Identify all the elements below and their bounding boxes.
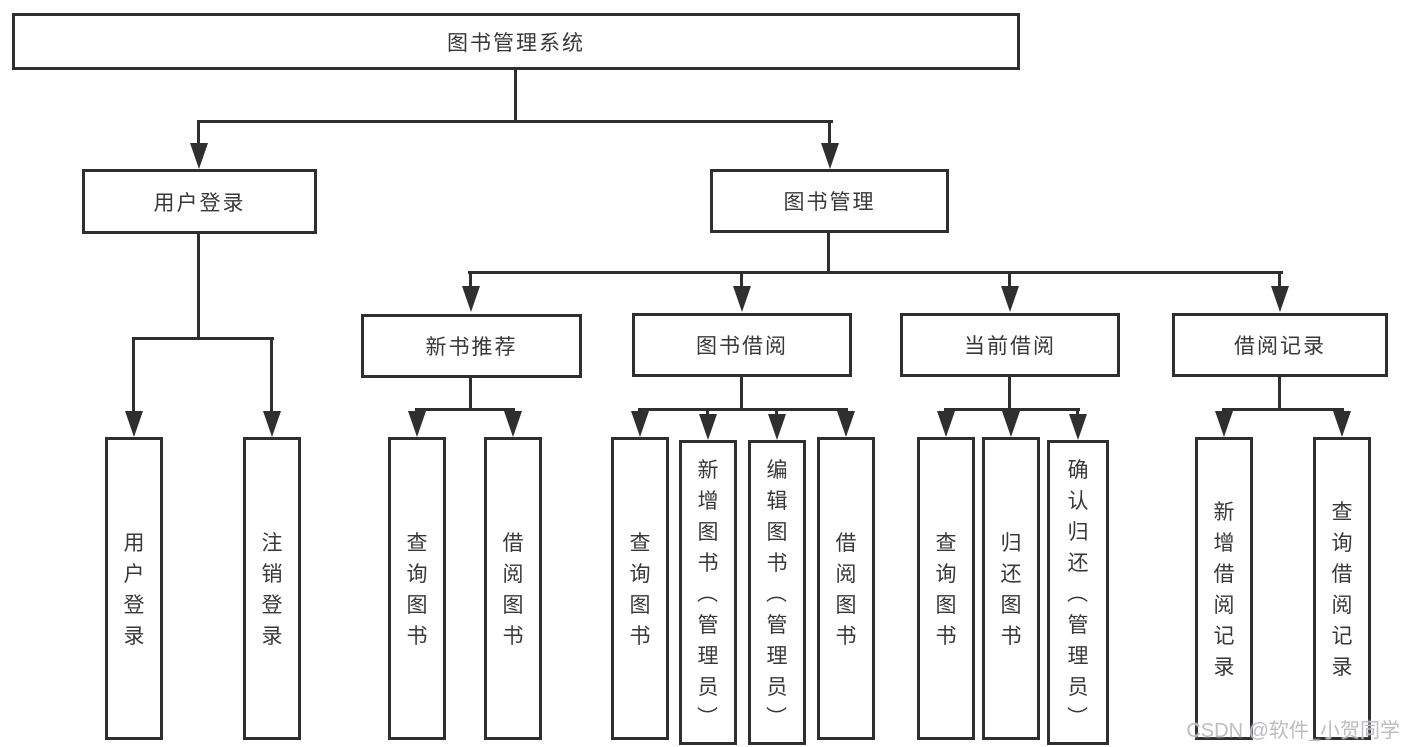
node-current-borrow: 当前借阅	[900, 313, 1120, 377]
node-borrow-record: 借阅记录	[1172, 313, 1388, 377]
leaf-query-book-borrow-label: 查询图书	[629, 532, 651, 648]
leaf-query-book-recommend-label: 查询图书	[406, 532, 428, 648]
arrowhead-down	[125, 411, 143, 437]
leaf-add-borrow-record-label: 新增借阅记录	[1213, 501, 1235, 679]
connector-root-trunk	[514, 70, 517, 120]
leaf-add-borrow-record: 新增借阅记录	[1195, 437, 1253, 740]
connector-trunk	[1278, 376, 1281, 408]
arrowhead-down	[1271, 286, 1289, 312]
connector-split	[944, 408, 1080, 411]
leaf-query-book-current: 查询图书	[917, 437, 975, 740]
arrowhead-down	[733, 286, 751, 312]
connector-stem	[1008, 271, 1011, 292]
node-borrow-record-label: 借阅记录	[1234, 335, 1326, 358]
leaf-return-book-label: 归还图书	[1000, 532, 1022, 648]
arrowhead-down	[190, 143, 208, 169]
node-book-management-label: 图书管理	[783, 191, 876, 214]
arrowhead-down	[263, 411, 281, 437]
leaf-query-borrow-record-label: 查询借阅记录	[1331, 501, 1353, 679]
node-user-login-label: 用户登录	[153, 191, 246, 215]
node-current-borrow-label: 当前借阅	[964, 335, 1056, 358]
connector-stem	[132, 337, 135, 413]
arrowhead-down	[837, 411, 855, 437]
arrowhead-down	[631, 411, 649, 437]
arrowhead-down	[408, 411, 426, 437]
leaf-query-book-borrow: 查询图书	[611, 437, 669, 740]
leaf-query-book-recommend: 查询图书	[388, 437, 446, 740]
leaf-edit-book-admin-label: 编辑图书（管理员）	[764, 458, 788, 728]
node-user-login: 用户登录	[82, 169, 317, 234]
arrowhead-down	[504, 411, 522, 437]
arrowhead-down	[1215, 411, 1233, 437]
leaf-add-book-admin: 新增图书（管理员）	[679, 440, 737, 745]
arrowhead-down	[1002, 411, 1020, 437]
connector-level2-split	[197, 120, 833, 123]
connector-level3-split	[468, 271, 1283, 274]
leaf-borrow-book: 借阅图书	[817, 437, 875, 740]
leaf-user-login-label: 用户登录	[123, 532, 145, 648]
connector-stem	[270, 337, 273, 413]
leaf-borrow-book-recommend-label: 借阅图书	[502, 532, 524, 648]
leaf-add-book-admin-label: 新增图书（管理员）	[695, 458, 719, 728]
connector-split	[132, 337, 274, 340]
connector-split	[638, 408, 848, 411]
connector-stem	[469, 271, 472, 292]
connector-split	[1222, 408, 1344, 411]
arrowhead-down	[1001, 286, 1019, 312]
leaf-logout: 注销登录	[243, 437, 301, 740]
connector-trunk	[740, 376, 743, 408]
arrowhead-down	[821, 143, 839, 169]
arrowhead-down	[1333, 411, 1351, 437]
node-root-label: 图书管理系统	[447, 31, 585, 55]
arrowhead-down	[699, 414, 717, 440]
node-book-management: 图书管理	[710, 169, 949, 233]
arrowhead-down	[1069, 414, 1087, 440]
leaf-borrow-book-label: 借阅图书	[835, 532, 857, 648]
leaf-confirm-return-admin-label: 确认归还（管理员）	[1065, 458, 1089, 728]
connector-stem	[197, 120, 200, 163]
arrowhead-down	[937, 411, 955, 437]
connector-stem	[828, 120, 831, 163]
node-new-book-recommend-label: 新书推荐	[425, 336, 518, 359]
arrowhead-down	[462, 286, 480, 312]
connector-stem	[740, 271, 743, 292]
connector-trunk	[197, 234, 200, 337]
leaf-query-book-current-label: 查询图书	[935, 532, 957, 648]
leaf-logout-label: 注销登录	[261, 532, 283, 648]
leaf-return-book: 归还图书	[982, 437, 1040, 740]
node-root: 图书管理系统	[12, 13, 1020, 70]
leaf-borrow-book-recommend: 借阅图书	[484, 437, 542, 740]
arrowhead-down	[768, 414, 786, 440]
connector-split	[415, 408, 515, 411]
leaf-query-borrow-record: 查询借阅记录	[1313, 437, 1371, 740]
node-book-borrow-label: 图书借阅	[696, 335, 788, 358]
node-new-book-recommend: 新书推荐	[361, 314, 582, 378]
connector-trunk	[1008, 376, 1011, 408]
connector-trunk	[827, 233, 830, 271]
leaf-user-login: 用户登录	[105, 437, 163, 740]
connector-stem	[1278, 271, 1281, 292]
leaf-edit-book-admin: 编辑图书（管理员）	[748, 440, 806, 745]
leaf-confirm-return-admin: 确认归还（管理员）	[1047, 440, 1109, 745]
node-book-borrow: 图书借阅	[632, 313, 852, 377]
connector-trunk	[469, 376, 472, 408]
